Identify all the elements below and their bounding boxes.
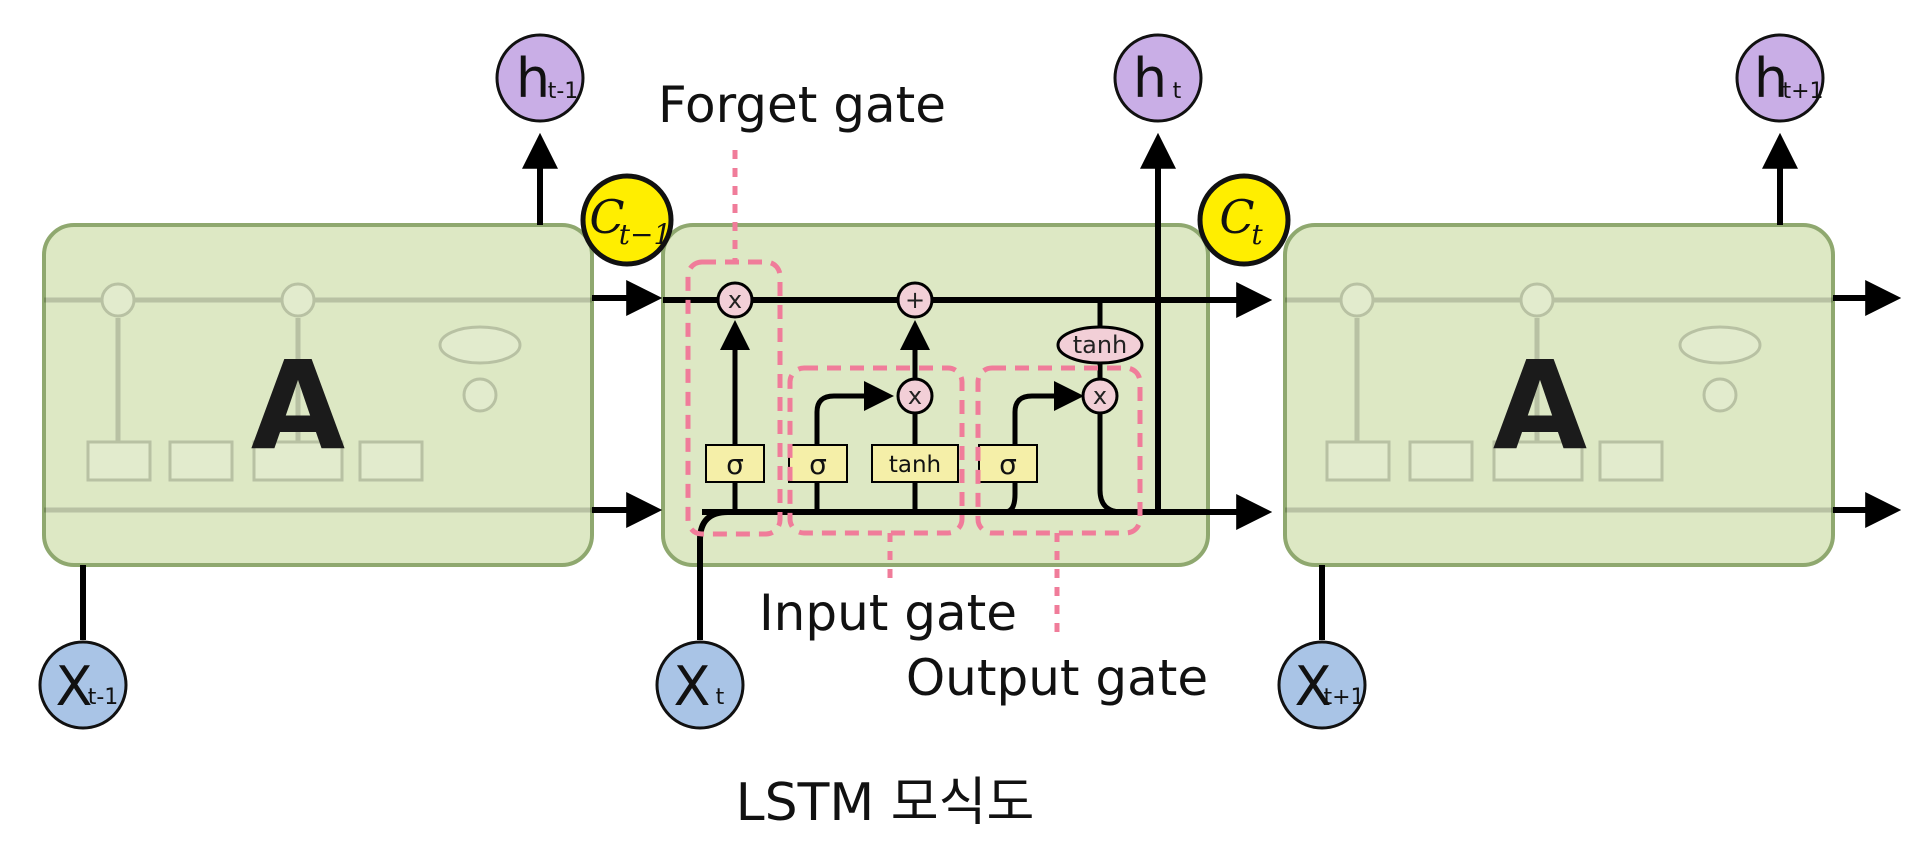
cell-add-op bbox=[896, 281, 934, 319]
c-t-main: C bbox=[1219, 190, 1254, 244]
h-t-1-sub: t-1 bbox=[548, 79, 579, 104]
cell-left: A bbox=[42, 223, 594, 567]
output-node-h-t-1: h t-1 bbox=[495, 33, 585, 123]
input-multiply-op bbox=[896, 377, 934, 415]
input-lines bbox=[80, 565, 1325, 640]
cell-left-box bbox=[42, 223, 594, 567]
c-t-1-sub: t−1 bbox=[619, 218, 672, 251]
output-multiply-symbol: x bbox=[1093, 382, 1107, 410]
h-t-main: h bbox=[1133, 47, 1167, 110]
c-t-1-main: C bbox=[589, 190, 624, 244]
output-sigma-symbol: σ bbox=[999, 448, 1017, 481]
input-gate-outline bbox=[787, 365, 965, 536]
mult-to-hidden bbox=[1097, 413, 1123, 515]
input-sigma-symbol: σ bbox=[809, 448, 827, 481]
inter-cell-arrows bbox=[592, 280, 1902, 528]
x-t+1-sub: t+1 bbox=[1323, 685, 1364, 710]
cell-add-symbol: + bbox=[905, 286, 925, 314]
cell-right-internals bbox=[1285, 282, 1833, 513]
cell-state-node-c-t: C t bbox=[1197, 173, 1291, 267]
x-t-1-main: X bbox=[56, 655, 93, 718]
input-gate-label: Input gate bbox=[759, 584, 1017, 642]
input-path bbox=[697, 509, 729, 640]
output-node-h-t+1: h t+1 bbox=[1735, 33, 1825, 123]
output-sigma-box bbox=[978, 444, 1038, 483]
cell-left-label: A bbox=[251, 335, 345, 477]
output-sigma-arrow bbox=[1012, 381, 1084, 445]
h-t-1-main: h bbox=[516, 47, 550, 110]
input-tanh-box bbox=[871, 444, 959, 483]
forget-sigma-symbol: σ bbox=[726, 448, 744, 481]
x-t-main: X bbox=[674, 655, 711, 718]
x-t-1-sub: t-1 bbox=[88, 685, 119, 710]
input-node-x-t-1: X t-1 bbox=[38, 640, 128, 730]
input-node-x-t+1: X t+1 bbox=[1277, 640, 1367, 730]
tanh-cell-op bbox=[1056, 325, 1144, 365]
forget-sigma-box bbox=[705, 444, 765, 483]
input-sigma-box bbox=[788, 444, 848, 483]
forget-multiply-symbol: x bbox=[728, 286, 742, 314]
h-t+1-sub: t+1 bbox=[1782, 79, 1823, 104]
cell-middle: x + x x tanh σ σ tanh σ bbox=[661, 223, 1273, 640]
diagram-caption: LSTM 모식도 bbox=[736, 773, 1035, 833]
input-multiply-symbol: x bbox=[908, 382, 922, 410]
forget-gate-label: Forget gate bbox=[658, 76, 946, 134]
output-gate-label: Output gate bbox=[906, 649, 1208, 707]
cell-state-node-c-t-1: C t−1 bbox=[580, 173, 674, 267]
h-t-sub: t bbox=[1173, 79, 1182, 104]
cell-right-box bbox=[1283, 223, 1835, 567]
x-t+1-main: X bbox=[1295, 655, 1332, 718]
h-t+1-main: h bbox=[1754, 47, 1788, 110]
cell-left-internals bbox=[44, 282, 592, 513]
x-t-sub: t bbox=[716, 685, 725, 710]
input-sigma-arrow bbox=[814, 381, 894, 445]
cell-right: A bbox=[1283, 223, 1835, 567]
output-node-h-t: h t bbox=[1113, 33, 1203, 123]
tanh-cell-label: tanh bbox=[1073, 331, 1128, 359]
c-t-sub: t bbox=[1251, 218, 1263, 251]
input-node-x-t: X t bbox=[655, 640, 745, 730]
output-multiply-op bbox=[1081, 377, 1119, 415]
forget-multiply-op bbox=[716, 281, 754, 319]
gate-outlines bbox=[685, 150, 1143, 640]
cell-right-label: A bbox=[1493, 335, 1587, 477]
output-sigma-lower bbox=[1004, 482, 1018, 515]
input-tanh-symbol: tanh bbox=[889, 452, 941, 478]
output-arrows bbox=[522, 132, 1798, 278]
